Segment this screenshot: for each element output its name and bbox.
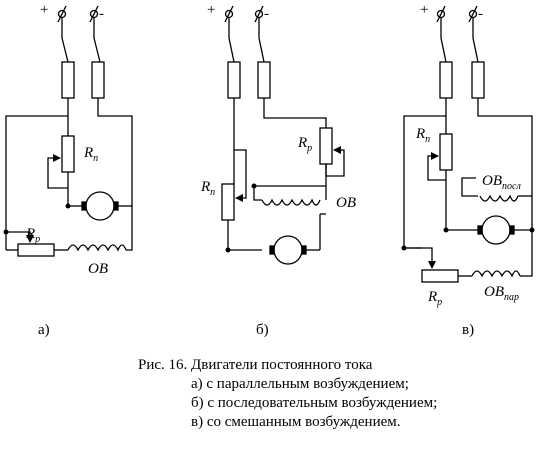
- fuse-icon: [439, 61, 453, 99]
- terminal-minus-label: -: [99, 6, 104, 22]
- switch-icon: [440, 18, 479, 63]
- caption-line-c: в) со смешанным возбуждением.: [191, 414, 401, 430]
- rn-label-b: Rп: [200, 179, 215, 198]
- caption-title: Рис. 16. Двигатели постоянного тока: [138, 357, 373, 373]
- ob-posl-label: ОВпосл: [482, 173, 521, 192]
- panel-label-c: в): [462, 322, 474, 338]
- terminal-minus-label: -: [264, 6, 269, 22]
- terminal-plus-icon: [224, 5, 234, 23]
- motor-icon: [81, 191, 119, 221]
- rp-label-b: Rр: [297, 135, 312, 154]
- switch-icon: [228, 18, 265, 63]
- excitation-coil-icon: [67, 244, 127, 252]
- terminal-plus-icon: [436, 5, 446, 23]
- circuit-c: [401, 5, 535, 283]
- terminal-minus-label: -: [478, 6, 483, 22]
- resistor-rn-icon: [439, 133, 453, 171]
- resistor-rp-icon: [421, 269, 459, 283]
- excitation-coil-icon: [471, 270, 521, 278]
- caption-line-a: а) с параллельным возбуждением;: [191, 376, 409, 392]
- excitation-coil-icon: [261, 198, 321, 206]
- panel-label-a: а): [38, 322, 50, 338]
- caption-line-b: б) с последовательным возбуждением;: [191, 395, 438, 411]
- circuit-a: [3, 5, 133, 257]
- excitation-coil-icon: [479, 194, 519, 202]
- rn-label-c: Rп: [415, 126, 430, 145]
- ob-label-b: ОВ: [336, 195, 356, 211]
- motor-icon: [477, 215, 515, 245]
- resistor-rn-icon: [61, 135, 75, 173]
- resistor-rp-icon: [17, 243, 55, 257]
- panel-label-b: б): [256, 322, 269, 338]
- fuse-icon: [471, 61, 485, 99]
- terminal-plus-label: +: [40, 2, 48, 18]
- ob-par-label: ОВпар: [484, 284, 519, 303]
- circuit-b: [221, 5, 345, 265]
- fuse-icon: [91, 61, 105, 99]
- terminal-minus-icon: [468, 5, 478, 23]
- motor-icon: [269, 235, 307, 265]
- resistor-rn-icon: [221, 183, 235, 221]
- switch-icon: [61, 18, 101, 63]
- fuse-icon: [257, 61, 271, 99]
- terminal-minus-icon: [254, 5, 264, 23]
- rn-label-a: Rп: [83, 145, 98, 164]
- rp-label-a: Rр: [25, 226, 40, 245]
- fuse-icon: [61, 61, 75, 99]
- ob-label-a: ОВ: [88, 261, 108, 277]
- terminal-plus-label: +: [207, 2, 215, 18]
- fuse-icon: [227, 61, 241, 99]
- terminal-minus-icon: [89, 5, 99, 23]
- terminal-plus-icon: [57, 5, 67, 23]
- rp-label-c: Rр: [427, 289, 442, 308]
- resistor-rp-icon: [319, 127, 333, 165]
- terminal-plus-label: +: [420, 2, 428, 18]
